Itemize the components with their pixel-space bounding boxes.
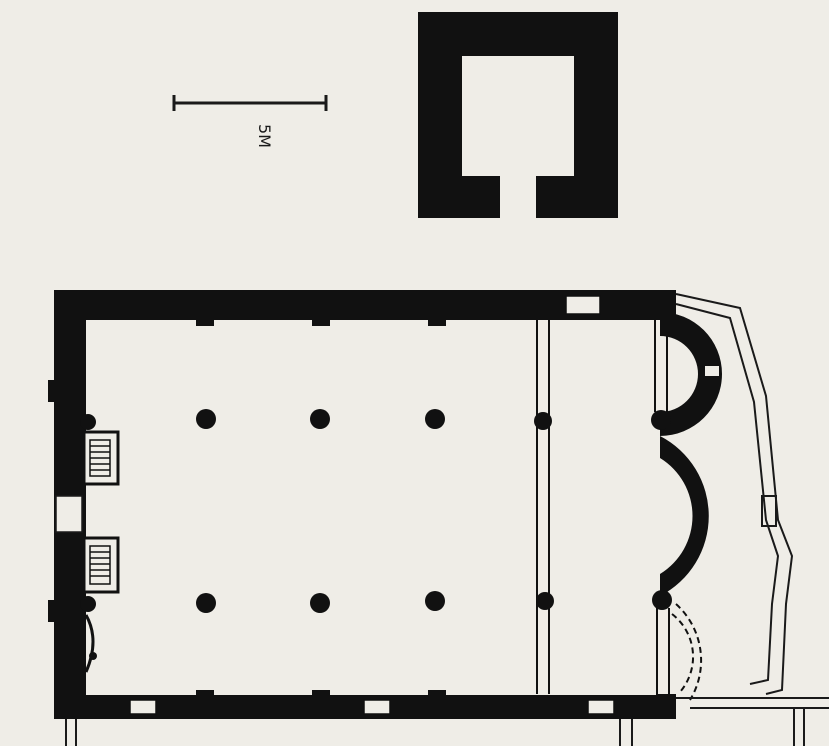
south-pilaster-2	[312, 690, 330, 698]
staircase-north	[82, 430, 120, 486]
nave-column-5	[310, 593, 330, 613]
west-half-column-1	[80, 414, 96, 430]
south-window-1	[129, 699, 157, 715]
west-wall-knob-2	[48, 600, 58, 622]
west-wall-knob-1	[48, 380, 58, 402]
enclosure-pier	[761, 495, 777, 527]
south-window-3	[587, 699, 615, 715]
south-apse-dashed-inner	[671, 613, 694, 693]
main-apse-window-3	[740, 540, 750, 552]
outer-enclosure	[65, 293, 829, 746]
nave-column-6	[425, 591, 445, 611]
main-apse-window-1	[686, 436, 696, 450]
north-pilaster-2	[312, 318, 330, 326]
church-plan	[48, 290, 750, 719]
south-apse-dashed-outer	[675, 603, 703, 701]
south-window-2	[363, 699, 391, 715]
west-doorway	[56, 496, 82, 532]
west-doorway-frame	[55, 495, 83, 533]
tower-interior	[462, 56, 574, 218]
southeast-corner	[656, 694, 676, 719]
nave-column-4	[196, 593, 216, 613]
north-apse	[660, 312, 722, 436]
main-apse-column	[652, 590, 672, 610]
nave-column-1	[196, 409, 216, 429]
iconostasis-column-2	[536, 592, 554, 610]
scale-bar: 5M	[172, 95, 328, 148]
iconostasis-column-1	[534, 412, 552, 430]
north-window	[565, 295, 601, 315]
main-apse-window-2	[738, 502, 750, 514]
south-pilaster-3	[428, 690, 446, 698]
scale-bar-label: 5M	[255, 124, 274, 148]
main-apse	[660, 436, 709, 596]
north-apse-column	[651, 410, 671, 430]
nave-column-3	[425, 409, 445, 429]
north-apse-window	[705, 366, 719, 376]
north-pilaster-3	[428, 318, 446, 326]
staircase-south	[82, 536, 120, 594]
nave-column-2	[310, 409, 330, 429]
north-pilaster-1	[196, 318, 214, 326]
northeast-corner	[656, 290, 676, 320]
south-pilaster-1	[196, 690, 214, 698]
west-half-column-2	[80, 596, 96, 612]
west-niche	[84, 614, 95, 673]
